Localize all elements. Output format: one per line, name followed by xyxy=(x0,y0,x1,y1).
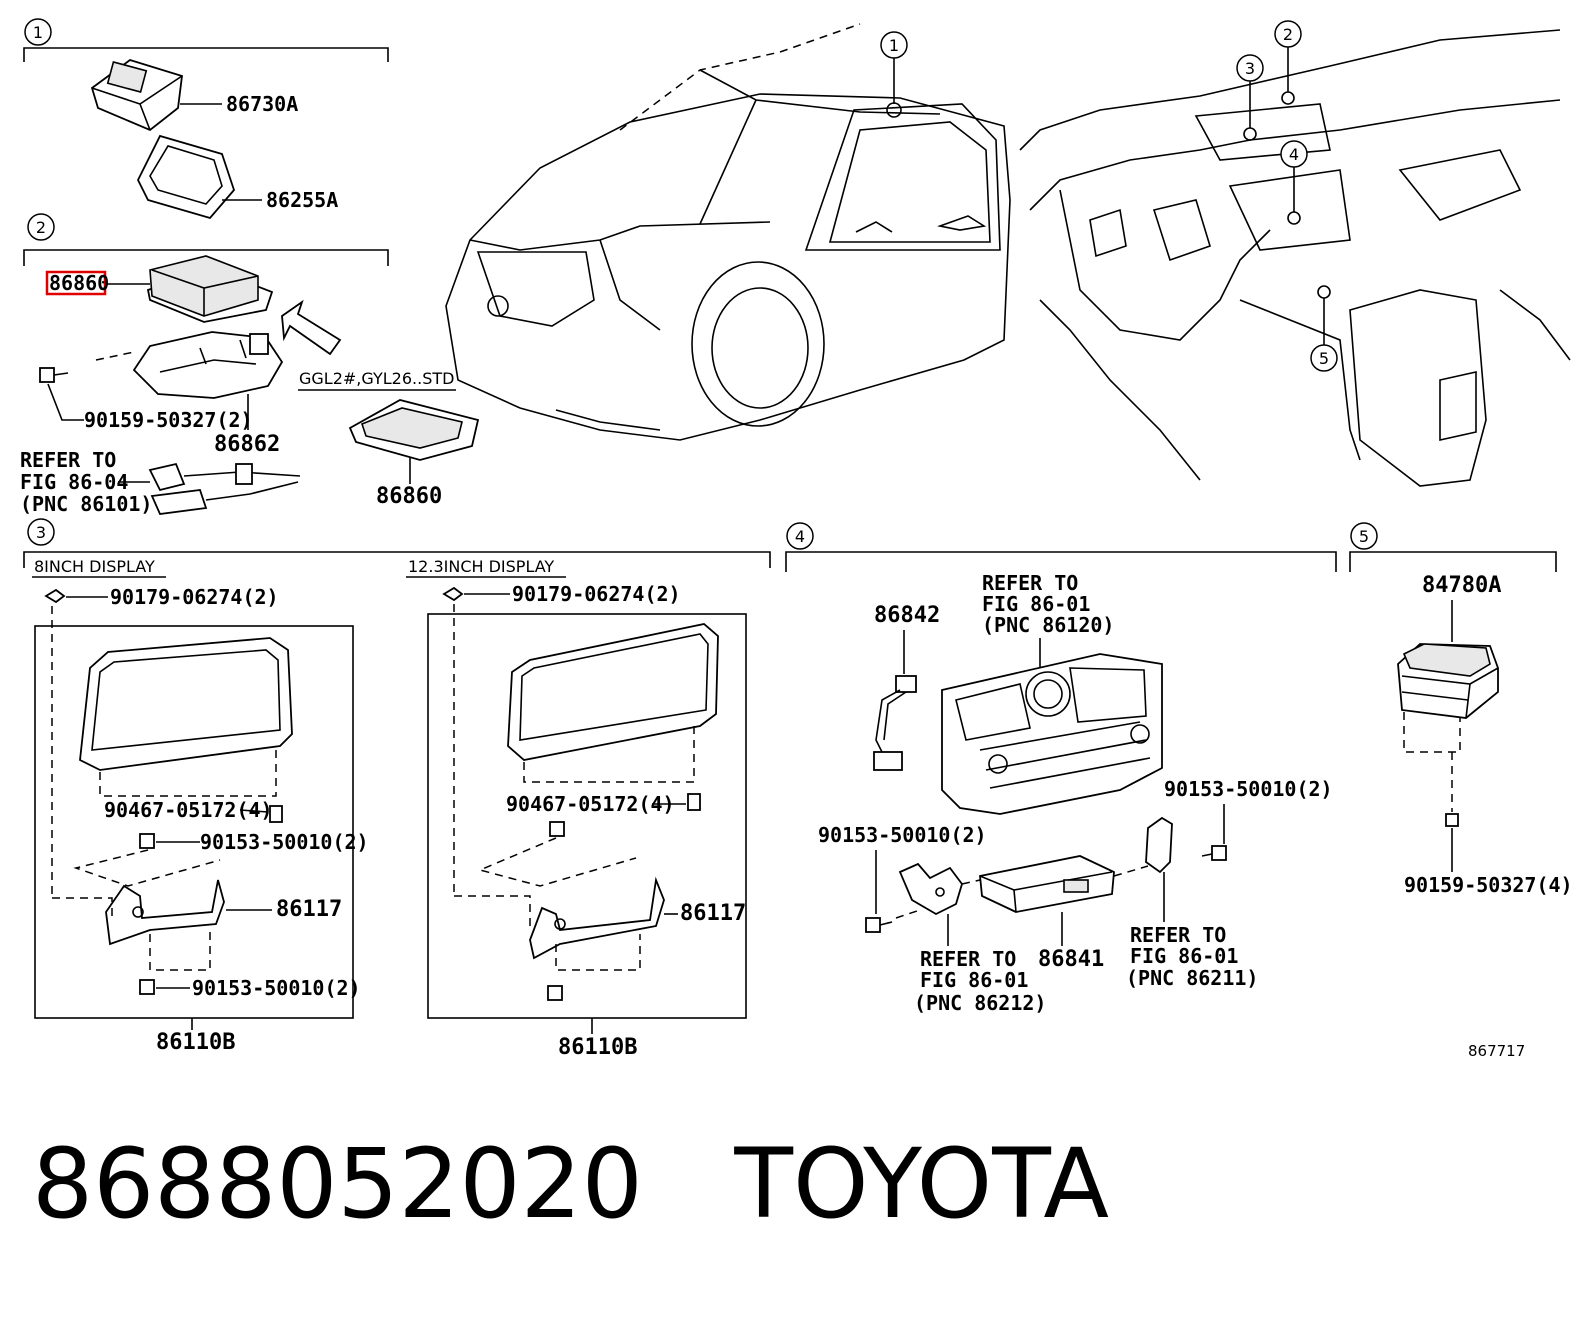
refer-top-line-2: FIG 86-01 xyxy=(982,592,1090,616)
label-90179-06274-left: 90179-06274(2) xyxy=(110,585,279,609)
label-86255A: 86255A xyxy=(266,188,338,212)
clip-icon-right xyxy=(442,586,464,602)
vehicle-interior: 3 2 4 5 xyxy=(1019,20,1571,487)
callout-2: 2 xyxy=(36,218,46,237)
section-1: 1 86730A 86255A xyxy=(23,18,389,220)
refer-top-line-3: (PNC 86120) xyxy=(982,613,1114,637)
part-86117-left[interactable] xyxy=(105,879,225,946)
part-display-8inch[interactable] xyxy=(79,637,293,771)
refer-line-2: FIG 86-04 xyxy=(20,470,128,494)
label-86842: 86842 xyxy=(874,603,940,628)
callout-1-vehicle: 1 xyxy=(889,36,899,55)
label-90153-50010-right: 90153-50010(2) xyxy=(1164,777,1333,801)
part-86117-right[interactable] xyxy=(529,876,665,960)
label-90153-50010-left: 90153-50010(2) xyxy=(818,823,987,847)
callout-4-interior: 4 xyxy=(1289,145,1299,164)
callout-3: 3 xyxy=(36,523,46,542)
label-90179-06274-right: 90179-06274(2) xyxy=(512,582,681,606)
callout-4: 4 xyxy=(795,527,805,546)
bracket-left[interactable] xyxy=(898,862,963,916)
title-8inch-display: 8INCH DISPLAY xyxy=(34,557,155,576)
refer-right-line-1: REFER TO xyxy=(1130,923,1226,947)
label-90159-50327-section5: 90159-50327(4) xyxy=(1404,873,1573,897)
label-90467-05172-left: 90467-05172(4) xyxy=(104,798,273,822)
part-86860-module[interactable] xyxy=(146,255,274,323)
label-86841: 86841 xyxy=(1038,947,1104,972)
frame-12-3inch xyxy=(427,613,747,1019)
refer-left-line-2: FIG 86-01 xyxy=(920,968,1028,992)
vehicle-exterior: 1 xyxy=(445,23,1011,441)
bracket-right[interactable] xyxy=(1145,816,1173,874)
title-12-3inch-display: 12.3INCH DISPLAY xyxy=(408,557,554,576)
refer-line-1: REFER TO xyxy=(20,448,116,472)
screw-icon-right xyxy=(1201,845,1227,861)
part-wire-harness xyxy=(148,462,301,515)
refer-right-line-3: (PNC 86211) xyxy=(1126,966,1258,990)
section-4: 4 REFER TO FIG 86-01 (PNC 86120) 86842 xyxy=(785,522,1337,1015)
highlight-box xyxy=(45,270,107,296)
screw-icon-84780A xyxy=(1445,813,1459,827)
label-86117-right: 86117 xyxy=(680,901,746,926)
variant-label: GGL2#,GYL26..STD xyxy=(299,369,454,388)
screw-icon-left xyxy=(865,917,893,933)
part-display-12-3inch[interactable] xyxy=(507,623,719,761)
part-86730A[interactable] xyxy=(90,59,183,132)
callout-5-interior: 5 xyxy=(1319,349,1329,368)
part-86860[interactable] xyxy=(348,399,480,461)
label-90159-50327: 90159-50327(2) xyxy=(84,408,253,432)
part-84780A[interactable] xyxy=(1397,643,1499,719)
callout-5: 5 xyxy=(1359,527,1369,546)
callout-1: 1 xyxy=(33,23,43,42)
section-5: 5 84780A 90159-50327(4) xyxy=(1349,522,1573,897)
figure-id: 867717 xyxy=(1468,1042,1525,1060)
bolt-icon xyxy=(39,367,69,383)
callout-3-interior: 3 xyxy=(1245,59,1255,78)
clip-icon xyxy=(44,588,66,604)
refer-left-line-1: REFER TO xyxy=(920,947,1016,971)
callout-2-interior: 2 xyxy=(1283,25,1293,44)
label-90467-05172-right: 90467-05172(4) xyxy=(506,792,675,816)
part-control-panel[interactable] xyxy=(941,653,1163,815)
section-3: 3 8INCH DISPLAY 90179-06274(2) 90467-051… xyxy=(23,518,771,1060)
label-86110B-right: 86110B xyxy=(558,1035,637,1060)
part-86255A[interactable] xyxy=(136,134,236,220)
label-90153-50010-left-top: 90153-50010(2) xyxy=(200,830,369,854)
refer-left-line-3: (PNC 86212) xyxy=(914,991,1046,1015)
label-86862: 86862 xyxy=(214,432,280,457)
part-86862[interactable] xyxy=(132,331,284,399)
part-86842[interactable] xyxy=(873,675,917,771)
label-86110B-left: 86110B xyxy=(156,1030,235,1055)
part-86841[interactable] xyxy=(979,855,1115,913)
refer-right-line-2: FIG 86-01 xyxy=(1130,944,1238,968)
label-86730A: 86730A xyxy=(226,92,298,116)
section-2: 2 86860 90159-50327(2) 86862 GGL2 xyxy=(20,213,480,516)
refer-top-line-1: REFER TO xyxy=(982,571,1078,595)
label-86860: 86860 xyxy=(376,484,442,509)
part-number-caption: 8688052020 TOYOTA xyxy=(32,1128,1110,1240)
frame-8inch xyxy=(34,625,354,1019)
refer-line-3: (PNC 86101) xyxy=(20,492,152,516)
label-86117-left: 86117 xyxy=(276,897,342,922)
label-86860-highlighted[interactable]: 86860 xyxy=(49,271,109,295)
direction-arrow-icon xyxy=(281,299,342,356)
label-90153-50010-left-bottom: 90153-50010(2) xyxy=(192,976,361,1000)
label-84780A: 84780A xyxy=(1422,573,1501,598)
